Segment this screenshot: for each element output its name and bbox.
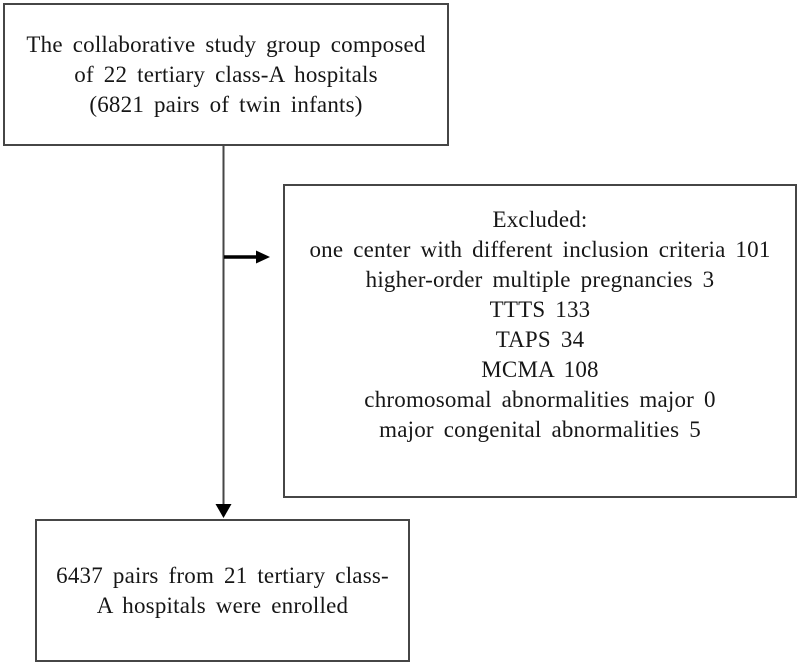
excluded-item: chromosomal abnormalities major 0: [364, 387, 716, 412]
enrolled-text-line: A hospitals were enrolled: [96, 592, 349, 618]
study-group-text-line: (6821 pairs of twin infants): [89, 91, 363, 117]
enrolled-box: 6437 pairs from 21 tertiary class- A hos…: [35, 519, 410, 662]
excluded-item: one center with different inclusion crit…: [309, 237, 771, 262]
excluded-item: major congenital abnormalities 5: [379, 417, 701, 442]
excluded-item: MCMA 108: [481, 357, 599, 382]
study-group-box: The collaborative study group composed o…: [3, 3, 449, 146]
excluded-box: Excluded: one center with different incl…: [283, 184, 797, 498]
down-arrow-icon: [215, 504, 232, 518]
study-group-text-line: The collaborative study group composed: [26, 31, 426, 57]
excluded-item: TAPS 34: [495, 327, 585, 352]
enrolled-text-line: 6437 pairs from 21 tertiary class-: [56, 562, 389, 588]
excluded-item: TTTS 133: [489, 297, 591, 322]
excluded-heading: Excluded:: [492, 207, 588, 232]
study-group-text-line: of 22 tertiary class-A hospitals: [74, 61, 378, 87]
excluded-item: higher-order multiple pregnancies 3: [365, 267, 715, 292]
right-arrow-icon: [256, 250, 270, 264]
